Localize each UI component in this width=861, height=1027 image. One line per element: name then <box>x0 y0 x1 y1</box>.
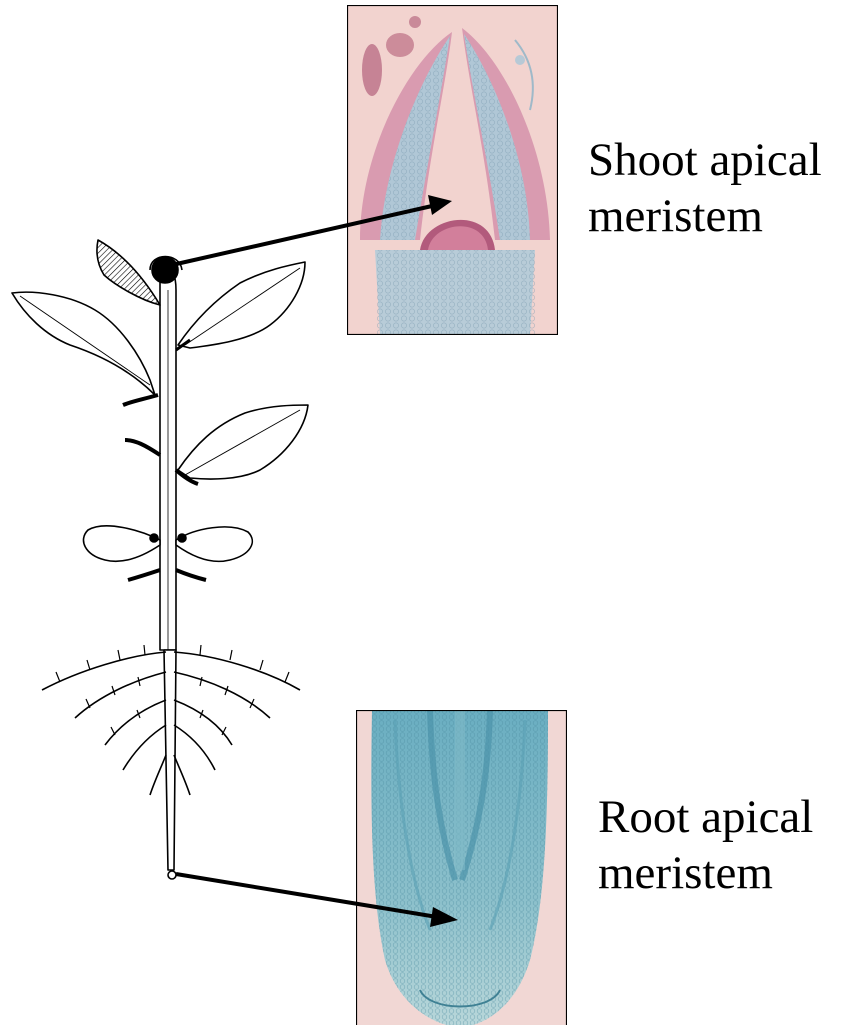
shoot-label-line1: Shoot apical <box>588 132 822 188</box>
shoot-apex-micrograph <box>347 5 558 335</box>
shoot-apical-meristem-label: Shoot apical meristem <box>588 132 822 244</box>
root-label-line1: Root apical <box>598 789 813 845</box>
plant-line-drawing <box>12 240 308 879</box>
root-label-line2: meristem <box>598 845 813 901</box>
root-apical-meristem-label: Root apical meristem <box>598 789 813 901</box>
root-tip-micrograph <box>356 710 567 1027</box>
shoot-label-line2: meristem <box>588 188 822 244</box>
